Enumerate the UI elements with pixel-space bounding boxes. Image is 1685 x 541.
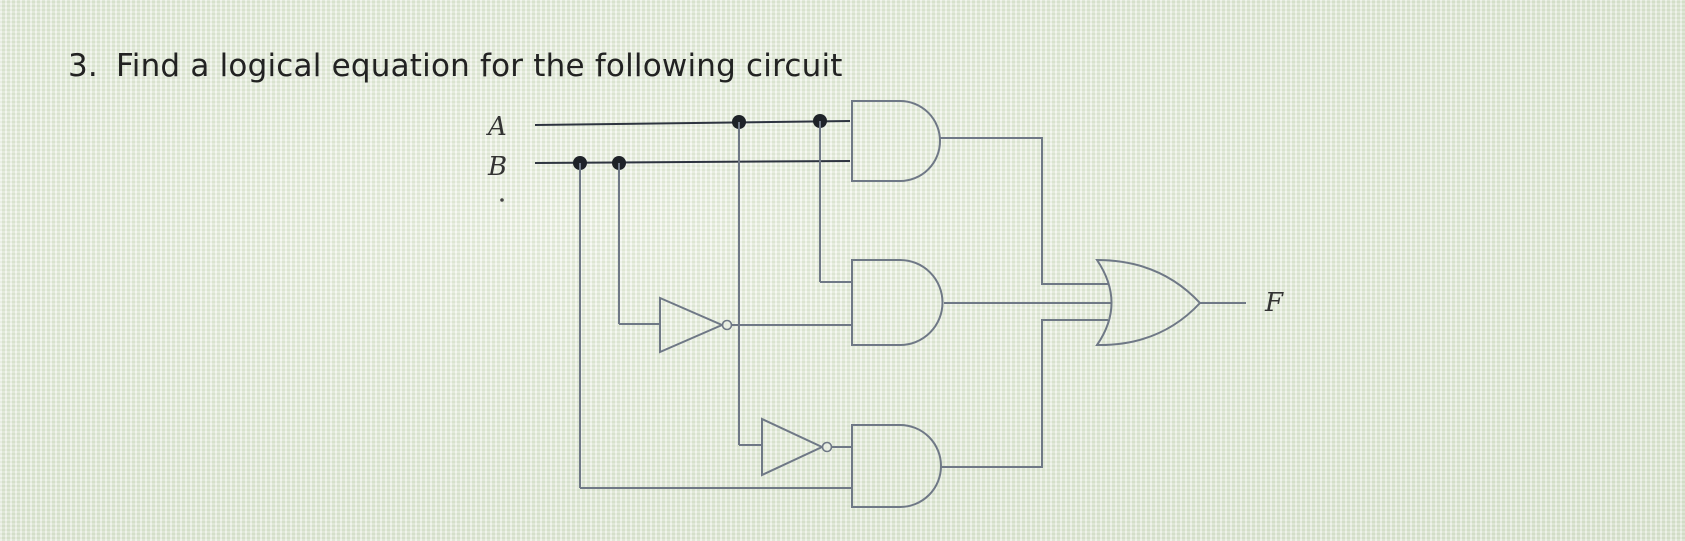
- wire-b-bus: [534, 160, 851, 164]
- and-gate-3: [851, 424, 942, 508]
- or-gate: [1095, 258, 1202, 347]
- wire-and1-to-or: [940, 137, 1108, 285]
- output-label-f: F: [1264, 288, 1284, 318]
- not-gate-b-bubble: [721, 319, 733, 331]
- question-prompt: Find a logical equation for the followin…: [115, 48, 843, 84]
- not-gate-b: [659, 296, 725, 354]
- wire-and3-to-or: [940, 319, 1108, 468]
- and-gate-1: [851, 100, 941, 182]
- input-label-b: B: [487, 152, 507, 182]
- not-gate-a-bubble: [821, 441, 833, 453]
- not-gate-a: [761, 417, 825, 477]
- and-gate-2: [851, 259, 944, 346]
- input-label-a: A: [486, 112, 507, 142]
- wire-a-bus: [534, 120, 851, 126]
- question-text: 3. Find a logical equation for the follow…: [68, 48, 843, 84]
- question-number: 3.: [68, 48, 98, 84]
- stray-mark: [500, 198, 504, 202]
